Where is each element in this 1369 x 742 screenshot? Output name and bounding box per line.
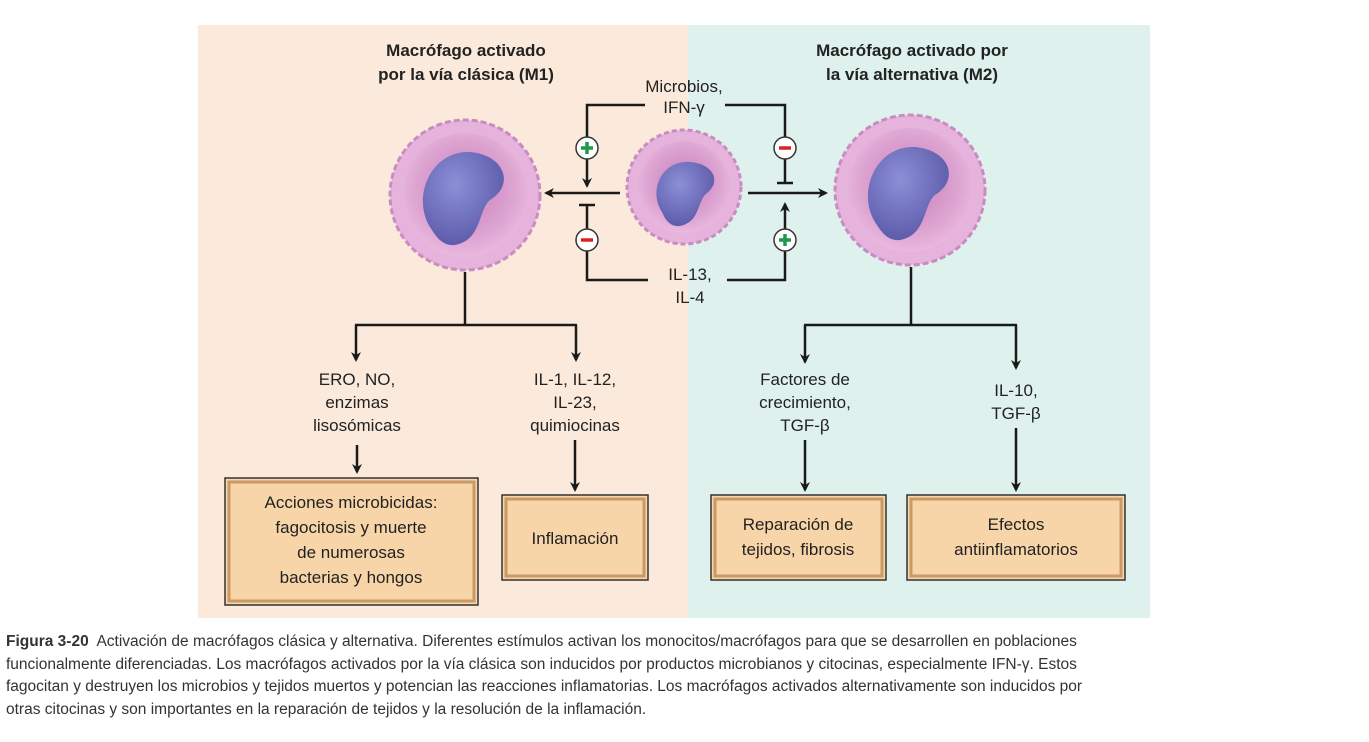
- effect-box-inflammation: Inflamación: [501, 494, 649, 581]
- caption-line: otras citocinas y son importantes en la …: [6, 700, 647, 718]
- effect-line: de numerosas: [297, 543, 405, 562]
- effect-line: antiinflamatorios: [954, 540, 1078, 559]
- plus-icon: [773, 228, 797, 252]
- stimulus-bottom-line1: IL-13,: [668, 265, 711, 284]
- monocyte-cell-icon: [625, 128, 743, 246]
- m1-product-1-line1: ERO, NO,: [319, 370, 396, 389]
- m2-product-2-line2: TGF-β: [991, 404, 1041, 423]
- effect-line: fagocitosis y muerte: [275, 518, 426, 537]
- minus-icon: [575, 228, 599, 252]
- m1-title-line1: Macrófago activado: [386, 41, 546, 60]
- m2-macrophage-cell-icon: [833, 113, 987, 267]
- m2-title-line1: Macrófago activado por: [816, 41, 1008, 60]
- caption-text: Activación de macrófagos clásica y alter…: [96, 633, 1077, 650]
- m2-title-line2: la vía alternativa (M2): [826, 65, 998, 84]
- effect-line: tejidos, fibrosis: [742, 540, 854, 559]
- caption-line: fagocitan y destruyen los microbios y te…: [6, 678, 1083, 695]
- m1-product-1-line3: lisosómicas: [313, 416, 401, 435]
- caption-line: funcionalmente diferenciadas. Los macróf…: [6, 655, 1077, 673]
- m1-macrophage-cell-icon: [388, 118, 542, 272]
- m1-product-2-line2: IL-23,: [553, 393, 596, 412]
- effect-line: Acciones microbicidas:: [265, 493, 438, 512]
- m2-product-2-line1: IL-10,: [994, 381, 1037, 400]
- m1-branch-connectors: [351, 272, 581, 492]
- m1-product-2-line1: IL-1, IL-12,: [534, 370, 616, 389]
- m1-product-2-line3: quimiocinas: [530, 416, 620, 435]
- m2-product-1-line2: crecimiento,: [759, 393, 851, 412]
- effect-line: Reparación de: [743, 515, 854, 534]
- effect-box-microbicidal: Acciones microbicidas: fagocitosis y mue…: [224, 477, 479, 606]
- effect-box-anti-inflammatory: Efectos antiinflamatorios: [906, 494, 1126, 581]
- caption-line: Figura 3-20 Activación de macrófagos clá…: [6, 631, 1366, 654]
- m2-branch-connectors: [800, 267, 1021, 492]
- stimulus-bottom-line2: IL-4: [675, 288, 704, 307]
- m1-product-1-line2: enzimas: [325, 393, 388, 412]
- m2-product-1-line1: Factores de: [760, 370, 850, 389]
- m2-product-1-line3: TGF-β: [780, 416, 830, 435]
- effect-line: Efectos: [988, 515, 1045, 534]
- plus-icon: [575, 136, 599, 160]
- figure-caption: Figura 3-20 Activación de macrófagos clá…: [6, 631, 1366, 721]
- stimulus-top-line1: Microbios,: [645, 77, 722, 96]
- effect-line: Inflamación: [532, 529, 619, 548]
- minus-icon: [773, 136, 797, 160]
- m1-title-line2: por la vía clásica (M1): [378, 65, 554, 84]
- effect-line: bacterias y hongos: [280, 568, 423, 587]
- figure-number: Figura 3-20: [6, 633, 89, 650]
- stimulus-top-line2: IFN-γ: [663, 98, 705, 117]
- effect-box-tissue-repair: Reparación de tejidos, fibrosis: [710, 494, 887, 581]
